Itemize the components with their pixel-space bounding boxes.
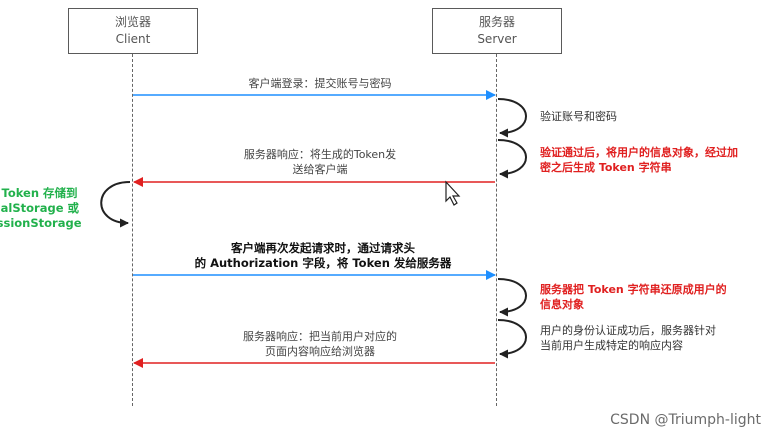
note-generate-response: 用户的身份认证成功后，服务器针对 当前用户生成特定的响应内容 <box>540 323 716 353</box>
note-restore-user: 服务器把 Token 字符串还原成用户的 信息对象 <box>540 282 727 312</box>
label-authorized-request: 客户端再次发起请求时，通过请求头 的 Authorization 字段，将 To… <box>148 241 498 271</box>
note-verify-credentials: 验证账号和密码 <box>540 109 617 124</box>
note-generate-token: 验证通过后，将用户的信息对象，经过加 密之后生成 Token 字符串 <box>540 145 738 175</box>
mouse-cursor-icon <box>445 180 461 206</box>
actor-client-label-cn: 浏览器 <box>114 15 151 29</box>
note-restore-user-line2: 信息对象 <box>540 298 584 311</box>
label-authorized-request-line1: 客户端再次发起请求时，通过请求头 <box>231 241 415 255</box>
note-generate-response-line2: 当前用户生成特定的响应内容 <box>540 339 683 352</box>
label-authorized-request-line2: 的 Authorization 字段，将 Token 发给服务器 <box>194 256 452 270</box>
label-page-response: 服务器响应：把当前用户对应的 页面内容响应给浏览器 <box>200 329 440 359</box>
note-restore-user-line1: 服务器把 Token 字符串还原成用户的 <box>540 283 727 296</box>
note-generate-token-line2: 密之后生成 Token 字符串 <box>540 161 672 174</box>
label-page-response-line1: 服务器响应：把当前用户对应的 <box>243 330 397 343</box>
note-generate-token-line1: 验证通过后，将用户的信息对象，经过加 <box>540 146 738 159</box>
label-login-request: 客户端登录：提交账号与密码 <box>150 76 490 91</box>
label-token-response-line2: 送给客户端 <box>292 163 348 176</box>
label-token-response-line1: 服务器响应：将生成的Token发 <box>243 148 397 161</box>
note-verify-credentials-text: 验证账号和密码 <box>540 110 617 123</box>
note-generate-response-line1: 用户的身份认证成功后，服务器针对 <box>540 324 716 337</box>
label-page-response-line2: 页面内容响应给浏览器 <box>265 345 375 358</box>
note-store-token: 将 Token 存储到 localStorage 或 sessionStorag… <box>0 186 82 231</box>
lifeline-server <box>496 54 497 406</box>
self-loop-store-token <box>100 181 131 228</box>
self-loop-verify <box>497 98 527 138</box>
lifeline-client <box>132 54 133 406</box>
actor-server-label-en: Server <box>477 32 517 46</box>
self-loop-generate-token <box>497 139 527 179</box>
watermark: CSDN @Triumph-light <box>610 412 761 428</box>
actor-server-label-cn: 服务器 <box>478 15 515 29</box>
actor-server: 服务器 Server <box>432 8 562 54</box>
note-store-token-line1: 将 Token 存储到 <box>0 186 78 200</box>
self-loop-generate-response <box>497 319 527 359</box>
actor-client: 浏览器 Client <box>68 8 198 54</box>
note-store-token-line2: localStorage 或 <box>0 201 80 215</box>
note-store-token-line3: sessionStorage <box>0 216 82 230</box>
self-loop-restore-user <box>497 278 527 317</box>
label-login-request-text: 客户端登录：提交账号与密码 <box>248 77 392 90</box>
label-token-response: 服务器响应：将生成的Token发 送给客户端 <box>200 147 440 177</box>
actor-client-label-en: Client <box>115 32 151 46</box>
